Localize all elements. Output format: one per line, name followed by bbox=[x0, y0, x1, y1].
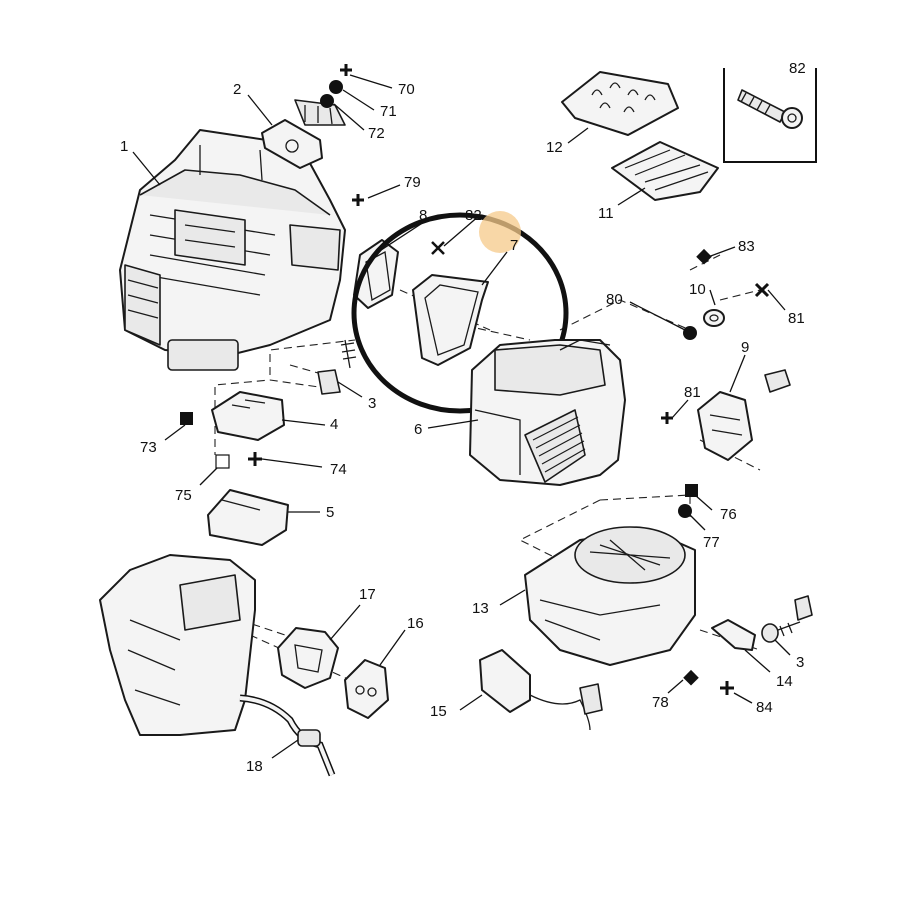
relay-bracket bbox=[207, 489, 289, 546]
callout-70: 70 bbox=[398, 81, 415, 98]
resistor-module bbox=[697, 369, 791, 461]
callout-14: 14 bbox=[776, 673, 793, 690]
motor-bracket bbox=[711, 619, 756, 651]
callout-10: 10 bbox=[689, 281, 706, 298]
fastener-icons-left bbox=[180, 194, 445, 469]
callout-78: 78 bbox=[652, 694, 669, 711]
motor-screw-lower bbox=[761, 595, 813, 643]
callout-labels: 70 71 72 2 1 79 8 82 7 12 11 82 83 10 81… bbox=[120, 60, 806, 775]
control-module bbox=[479, 649, 603, 731]
heater-housing bbox=[119, 129, 346, 371]
screw-inset-box bbox=[723, 68, 817, 163]
highlight-circle bbox=[351, 212, 569, 414]
relay-unit bbox=[211, 391, 285, 441]
callout-82b: 82 bbox=[789, 60, 806, 77]
callout-77: 77 bbox=[703, 534, 720, 551]
callout-2: 2 bbox=[233, 81, 241, 98]
callout-83: 83 bbox=[738, 238, 755, 255]
fastener-icons-top bbox=[320, 64, 352, 108]
callout-71: 71 bbox=[380, 103, 397, 120]
seal-block bbox=[277, 627, 339, 689]
callout-1: 1 bbox=[120, 138, 128, 155]
fastener-icons-right bbox=[661, 248, 770, 424]
callout-7: 7 bbox=[510, 237, 518, 254]
callout-81a: 81 bbox=[788, 310, 805, 327]
callout-3-upper: 3 bbox=[368, 395, 376, 412]
callout-12: 12 bbox=[546, 139, 563, 156]
drain-pipe bbox=[239, 694, 336, 777]
motor-screw-upper bbox=[317, 339, 357, 395]
callout-4: 4 bbox=[330, 416, 338, 433]
clip-kit bbox=[561, 71, 679, 136]
cabin-filter bbox=[611, 141, 719, 201]
fastener-icons-motor bbox=[678, 484, 734, 695]
callout-74: 74 bbox=[330, 461, 347, 478]
callout-9: 9 bbox=[741, 339, 749, 356]
blower-housing bbox=[469, 339, 626, 486]
callout-5: 5 bbox=[326, 504, 334, 521]
highlight-dot bbox=[479, 211, 521, 253]
callout-73: 73 bbox=[140, 439, 157, 456]
callout-84: 84 bbox=[756, 699, 773, 716]
callout-15: 15 bbox=[430, 703, 447, 720]
blower-motor bbox=[524, 526, 696, 666]
callout-8: 8 bbox=[419, 207, 427, 224]
callout-75: 75 bbox=[175, 487, 192, 504]
callout-76: 76 bbox=[720, 506, 737, 523]
evaporator-housing bbox=[99, 554, 256, 736]
leader-lines bbox=[132, 74, 791, 759]
adapter-frame bbox=[412, 274, 489, 366]
callout-6: 6 bbox=[414, 421, 422, 438]
callout-11: 11 bbox=[598, 205, 614, 222]
connector-seal bbox=[344, 659, 389, 719]
callout-16: 16 bbox=[407, 615, 424, 632]
callout-18: 18 bbox=[246, 758, 263, 775]
callout-17: 17 bbox=[359, 586, 376, 603]
grommet bbox=[703, 309, 725, 327]
gasket-plate bbox=[261, 99, 346, 169]
callout-79: 79 bbox=[404, 174, 421, 191]
callout-82a: 82 bbox=[465, 207, 482, 224]
callout-3-lower: 3 bbox=[796, 654, 804, 671]
callout-13: 13 bbox=[472, 600, 489, 617]
callout-81b: 81 bbox=[684, 384, 701, 401]
callout-80: 80 bbox=[606, 291, 623, 308]
callout-72: 72 bbox=[368, 125, 385, 142]
